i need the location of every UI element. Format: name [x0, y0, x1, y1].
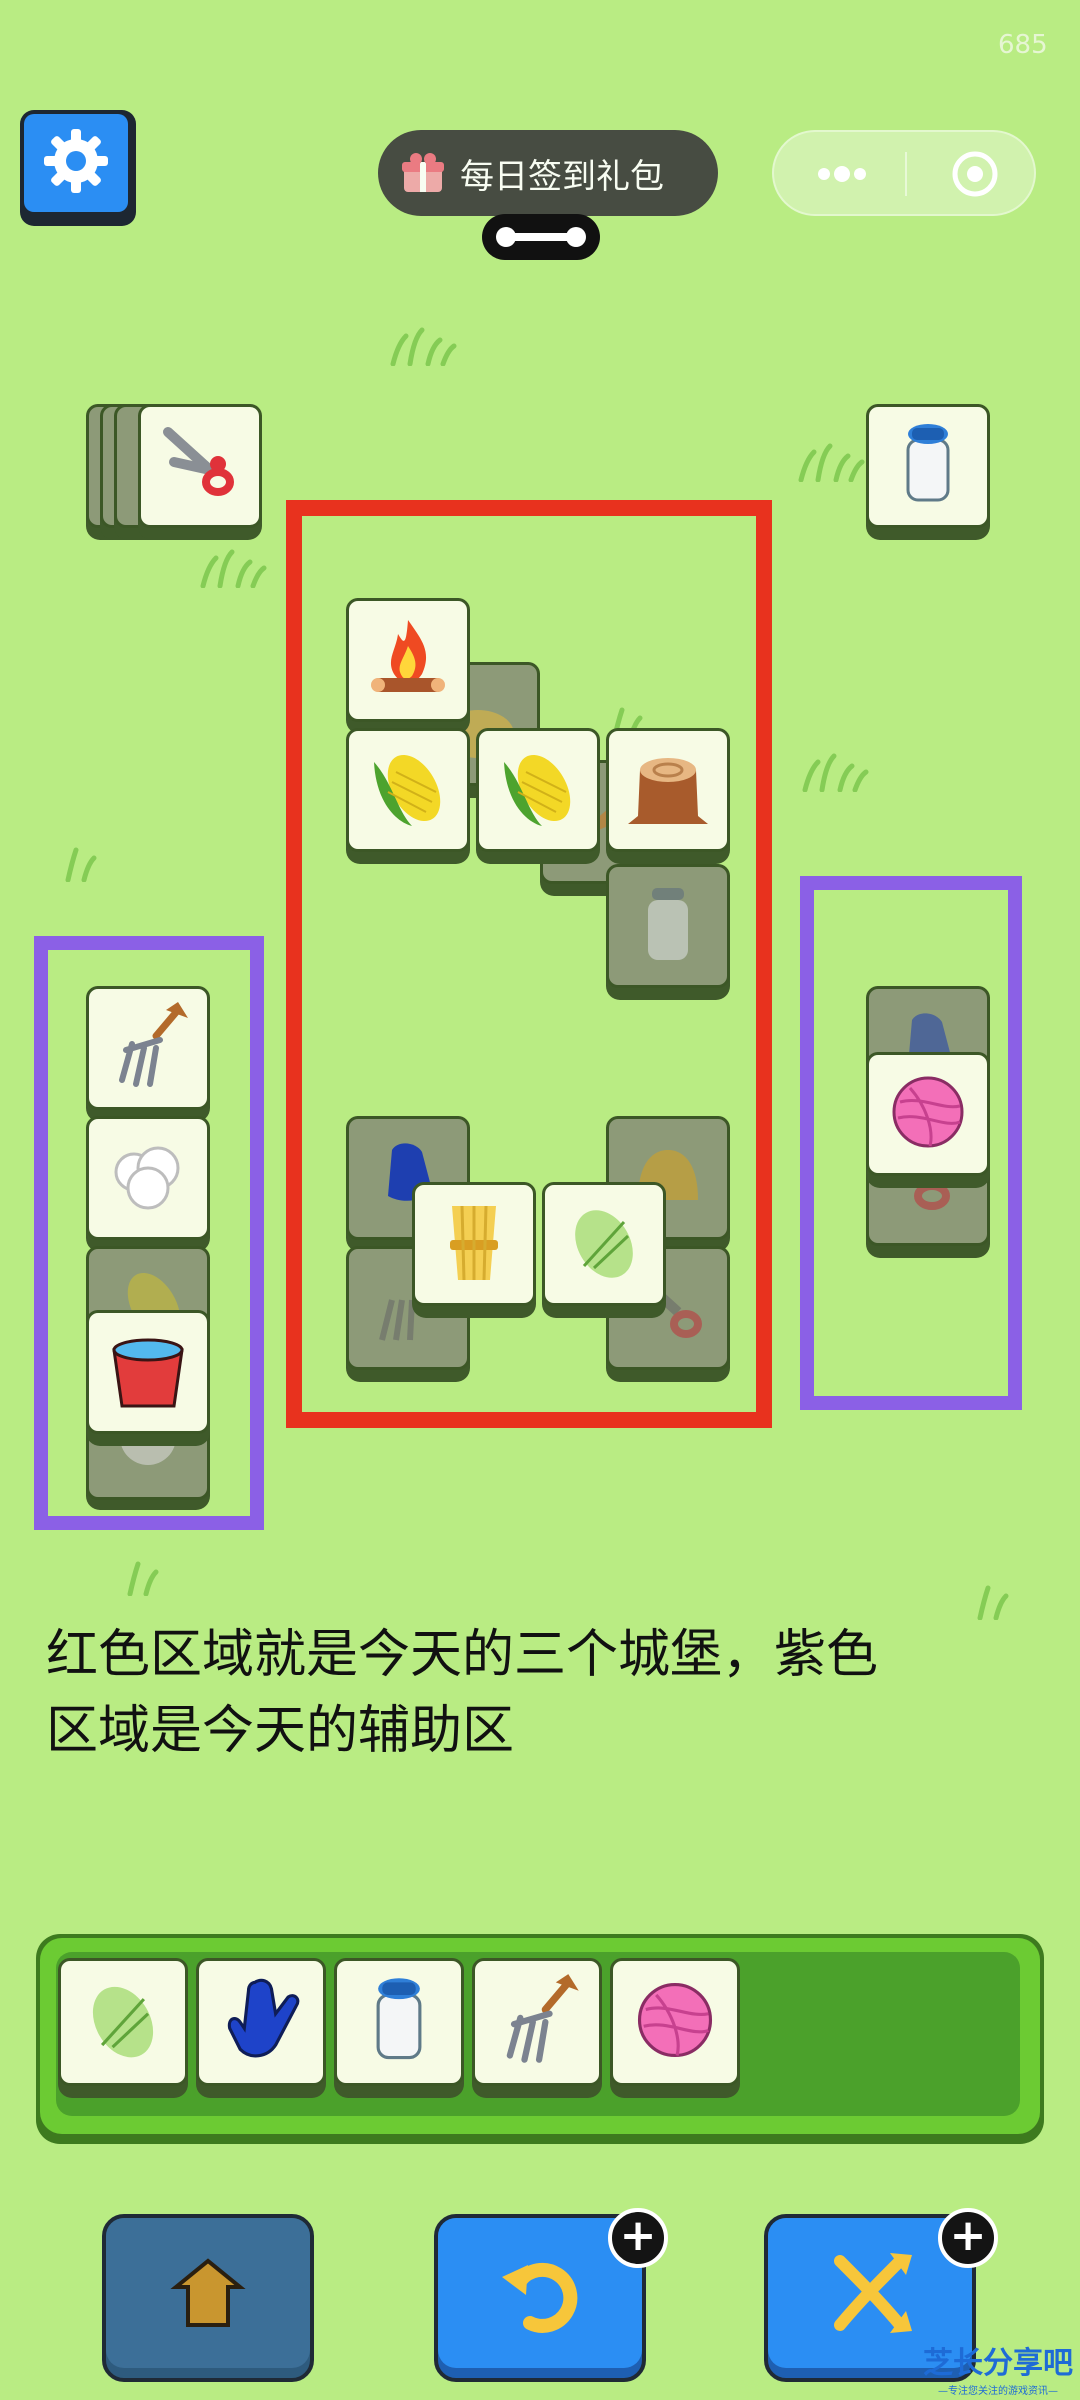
target-close-icon[interactable]: [950, 149, 1000, 199]
daily-gift-banner[interactable]: 每日签到礼包: [378, 130, 718, 216]
tray-slot-milk-bottle: [334, 1958, 464, 2098]
castle-area-frame: [286, 500, 772, 1428]
tile-bucket[interactable]: [86, 1310, 210, 1446]
grass-decoration: [390, 327, 457, 366]
tile-cabbage[interactable]: [542, 1182, 666, 1318]
cabbage-icon: [75, 1972, 171, 2072]
wheat-bundle-icon: [428, 1196, 520, 1292]
tile-campfire[interactable]: [346, 598, 470, 734]
grass-decoration: [798, 443, 865, 482]
tree-stump-icon: [622, 742, 714, 838]
campfire-icon: [362, 612, 454, 708]
pitchfork-icon: [362, 1260, 454, 1356]
tile-stump[interactable]: [606, 728, 730, 864]
gear-icon: [40, 125, 112, 201]
tray-slot-cabbage: [58, 1958, 188, 2098]
milk-bottle-icon: [622, 878, 714, 974]
bucket-icon: [102, 1324, 194, 1420]
assist-area-frame-left: [34, 936, 264, 1530]
tile-scissors[interactable]: [138, 404, 262, 540]
pitchfork-icon: [102, 1000, 194, 1096]
grass-decoration: [65, 847, 97, 882]
assist-area-frame-right: [800, 876, 1022, 1410]
milk-bottle-icon: [882, 418, 974, 514]
corn-icon: [492, 742, 584, 838]
tile-corn[interactable]: [476, 728, 600, 864]
shuffle-add-icon[interactable]: +: [938, 2208, 998, 2268]
grass-decoration: [127, 1561, 159, 1596]
shuffle-button[interactable]: [764, 2214, 976, 2382]
corn-icon: [362, 742, 454, 838]
tile-pitchfork[interactable]: [86, 986, 210, 1122]
glove-icon: [213, 1972, 309, 2072]
tile-cotton[interactable]: [86, 1116, 210, 1252]
tray-slot-glove: [196, 1958, 326, 2098]
grass-decoration: [802, 753, 869, 792]
watermark-subtitle: —专注您关注的游戏资讯—: [938, 2386, 1058, 2397]
move-out-icon: [158, 2241, 258, 2345]
tile-corn[interactable]: [346, 728, 470, 864]
banner-handle: [482, 214, 600, 260]
move-out-button[interactable]: [102, 2214, 314, 2382]
grass-decoration: [200, 549, 267, 588]
watermark: 芝长分享吧 —专注您关注的游戏资讯—: [918, 2338, 1078, 2397]
shuffle-icon: [820, 2241, 920, 2345]
tile-wheat[interactable]: [412, 1182, 536, 1318]
milk-bottle-icon: [351, 1972, 447, 2072]
tile-yarn[interactable]: [866, 1052, 990, 1188]
grass-decoration: [977, 1585, 1009, 1620]
yarn-ball-icon: [882, 1066, 974, 1162]
watermark-title: 芝长分享吧: [923, 2346, 1073, 2381]
gift-icon: [400, 150, 446, 196]
banner-label: 每日签到礼包: [460, 156, 664, 197]
tile-milk-covered: [606, 864, 730, 1000]
annotation-line-2: 区域是今天的辅助区: [46, 1701, 515, 1761]
tray-slot-yarn: [610, 1958, 740, 2098]
mini-program-capsule: [772, 130, 1036, 216]
scissors-icon: [154, 418, 246, 514]
tile-milk-bottle[interactable]: [866, 404, 990, 540]
tray-slot-pitchfork: [472, 1958, 602, 2098]
status-number: 685: [998, 30, 1048, 60]
pitchfork-icon: [489, 1972, 585, 2072]
undo-add-icon[interactable]: +: [608, 2208, 668, 2268]
undo-icon: [490, 2241, 590, 2345]
cotton-icon: [102, 1130, 194, 1226]
yarn-ball-icon: [627, 1972, 723, 2072]
settings-button[interactable]: [20, 110, 136, 226]
annotation-line-1: 红色区域就是今天的三个城堡，紫色: [46, 1625, 879, 1685]
more-dots-icon[interactable]: [812, 160, 872, 188]
cabbage-icon: [558, 1196, 650, 1292]
